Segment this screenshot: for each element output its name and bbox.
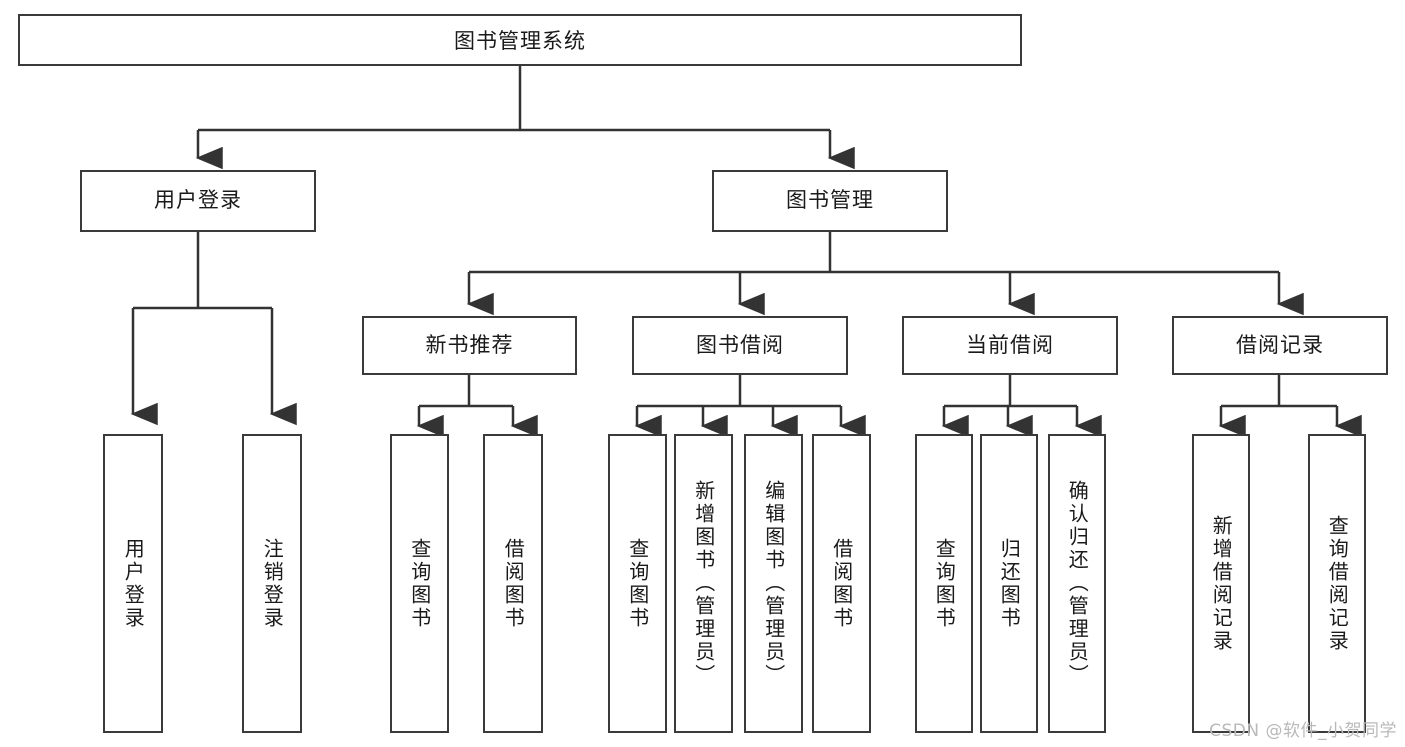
leaf-label: 借阅图书 xyxy=(829,537,854,630)
leaf-label: 查询图书 xyxy=(932,537,957,630)
leaf-label: 查询图书 xyxy=(407,537,432,630)
leaf-recommend-query-book[interactable]: 查询图书 xyxy=(390,434,449,733)
node-new-book-recommend[interactable]: 新书推荐 xyxy=(362,316,577,375)
csdn-watermark: CSDN @软件_小贺同学 xyxy=(1209,721,1397,741)
node-root-system[interactable]: 图书管理系统 xyxy=(18,14,1022,66)
node-book-management[interactable]: 图书管理 xyxy=(712,170,948,232)
node-user-login[interactable]: 用户登录 xyxy=(80,170,316,232)
leaf-current-query-book[interactable]: 查询图书 xyxy=(915,434,973,733)
leaf-borrow-add-book-admin[interactable]: 新增图书（管理员） xyxy=(674,434,733,733)
node-borrow-record[interactable]: 借阅记录 xyxy=(1172,316,1388,375)
leaf-user-login-login[interactable]: 用户登录 xyxy=(103,434,163,733)
leaf-label: 新增借阅记录 xyxy=(1209,514,1234,653)
leaf-borrow-query-book[interactable]: 查询图书 xyxy=(608,434,667,733)
leaf-borrow-edit-book-admin[interactable]: 编辑图书（管理员） xyxy=(744,434,803,733)
leaf-label: 用户登录 xyxy=(121,537,146,630)
leaf-label: 借阅图书 xyxy=(501,537,526,630)
leaf-label: 编辑图书（管理员） xyxy=(761,480,786,687)
leaf-record-query-borrow-record[interactable]: 查询借阅记录 xyxy=(1308,434,1366,733)
leaf-current-return-book[interactable]: 归还图书 xyxy=(980,434,1038,733)
leaf-label: 确认归还（管理员） xyxy=(1065,480,1090,687)
leaf-borrow-borrow-book[interactable]: 借阅图书 xyxy=(812,434,871,733)
leaf-label: 新增图书（管理员） xyxy=(691,480,716,687)
leaf-label: 查询借阅记录 xyxy=(1325,514,1350,653)
leaf-label: 注销登录 xyxy=(260,537,285,630)
leaf-recommend-borrow-book[interactable]: 借阅图书 xyxy=(483,434,543,733)
leaf-record-add-borrow-record[interactable]: 新增借阅记录 xyxy=(1192,434,1250,733)
node-current-borrow[interactable]: 当前借阅 xyxy=(902,316,1118,375)
leaf-user-login-logout[interactable]: 注销登录 xyxy=(242,434,302,733)
leaf-label: 查询图书 xyxy=(625,537,650,630)
node-book-borrow[interactable]: 图书借阅 xyxy=(632,316,848,375)
leaf-label: 归还图书 xyxy=(997,537,1022,630)
leaf-current-confirm-return-admin[interactable]: 确认归还（管理员） xyxy=(1048,434,1106,733)
